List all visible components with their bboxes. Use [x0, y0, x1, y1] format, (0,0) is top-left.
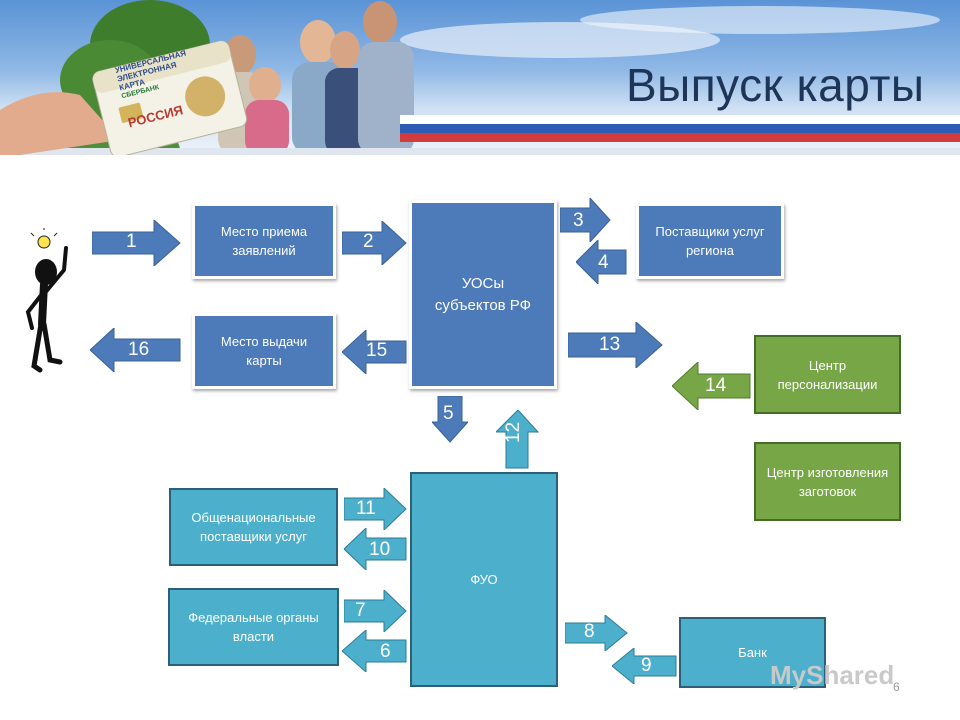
- national-providers-label: Общенациональные поставщики услуг: [191, 510, 316, 544]
- blank-production-center-box: Центр изготовления заготовок: [754, 442, 901, 521]
- arrow-15-label: 15: [366, 340, 388, 361]
- watermark-logo: MyShared: [770, 660, 894, 691]
- arrow-3: [560, 198, 611, 242]
- page-number: 6: [893, 680, 900, 694]
- arrow-8-label: 8: [584, 621, 595, 642]
- federal-authorities-box: Федеральные органы власти: [168, 588, 339, 666]
- arrow-10: [344, 528, 407, 570]
- bank-box: Банк: [679, 617, 826, 688]
- header-banner: УНИВЕРСАЛЬНАЯ ЭЛЕКТРОННАЯ КАРТА СБЕРБАНК…: [0, 0, 960, 155]
- arrow-5-label: 5: [443, 403, 454, 424]
- application-place-label: Место приема заявлений: [220, 224, 308, 258]
- arrow-7-label: 7: [355, 600, 366, 621]
- arrow-14-label: 14: [705, 375, 727, 396]
- issue-place-label: Место выдачи карты: [220, 334, 308, 368]
- arrow-2: [342, 221, 407, 265]
- issue-place-box: Место выдачи карты: [192, 313, 336, 389]
- lightbulb-icon: [30, 228, 58, 249]
- arrow-9-label: 9: [641, 655, 652, 676]
- arrow-15: [342, 330, 407, 374]
- national-providers-box: Общенациональные поставщики услуг: [169, 488, 338, 566]
- arrow-12: [496, 410, 540, 469]
- arrow-16: [90, 328, 181, 372]
- arrow-1-label: 1: [126, 231, 137, 252]
- regional-providers-label: Поставщики услуг региона: [655, 224, 765, 258]
- slide-title: Выпуск карты: [626, 59, 925, 111]
- arrow-7: [344, 590, 407, 632]
- uosy-label: УОСы субъектов РФ: [434, 274, 532, 314]
- stick-figure-icon: [25, 228, 68, 373]
- arrow-16-label: 16: [128, 339, 150, 360]
- fuo-label: ФУО: [470, 572, 498, 587]
- arrow-1: [92, 220, 181, 266]
- arrow-13-label: 13: [599, 334, 621, 355]
- fuo-box: ФУО: [410, 472, 558, 687]
- arrow-8: [565, 615, 628, 651]
- uosy-box: УОСы субъектов РФ: [409, 200, 557, 389]
- bank-label: Банк: [738, 645, 767, 660]
- federal-authorities-label: Федеральные органы власти: [188, 610, 319, 644]
- watermark-text: MyShared: [770, 660, 895, 690]
- arrow-10-label: 10: [369, 539, 391, 560]
- personalization-center-label: Центр персонализации: [777, 357, 878, 392]
- arrow-6: [342, 630, 407, 672]
- personalization-center-box: Центр персонализации: [754, 335, 901, 414]
- arrow-3-label: 3: [573, 210, 584, 231]
- regional-providers-box: Поставщики услуг региона: [636, 203, 784, 279]
- arrow-12-label: 12: [503, 421, 524, 443]
- arrow-14: [672, 362, 751, 410]
- arrow-5: [432, 396, 468, 443]
- banner-photo: [0, 0, 960, 155]
- arrow-11-label: 11: [356, 498, 376, 519]
- arrow-4: [576, 240, 627, 284]
- arrow-9: [612, 648, 677, 684]
- arrow-2-label: 2: [363, 231, 374, 252]
- application-place-box: Место приема заявлений: [192, 203, 336, 279]
- blank-production-center-label: Центр изготовления заготовок: [766, 464, 889, 499]
- arrow-13: [568, 322, 663, 368]
- arrow-6-label: 6: [380, 641, 391, 662]
- arrow-4-label: 4: [598, 252, 609, 273]
- arrow-11: [344, 488, 407, 530]
